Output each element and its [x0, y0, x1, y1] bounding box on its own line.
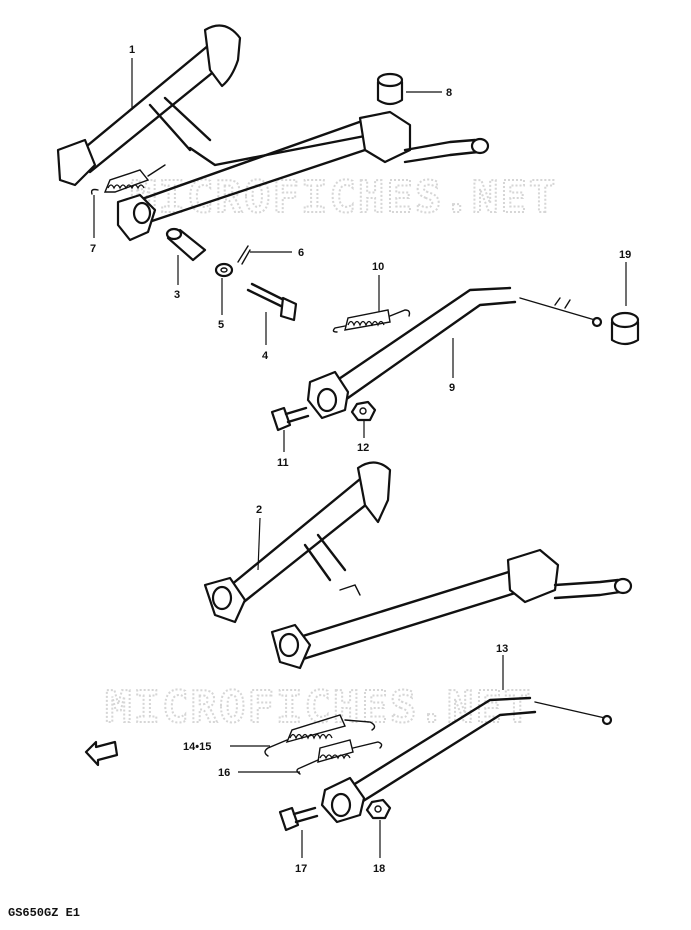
cotter-pin-6	[237, 245, 251, 265]
callout-18: 18	[373, 863, 385, 875]
callout-6: 6	[298, 247, 304, 259]
callout-19: 19	[619, 249, 631, 261]
watermark-top: MICROFICHES.NET	[130, 172, 557, 223]
callout-10: 10	[372, 261, 384, 273]
callout-14-15: 14•15	[183, 741, 211, 753]
side-stand-13	[320, 696, 613, 824]
callout-2: 2	[256, 504, 262, 516]
nut-12	[350, 400, 377, 422]
watermark-bottom: MICROFICHES.NET	[105, 682, 532, 733]
pipe-3	[165, 227, 207, 262]
callout-4: 4	[262, 350, 269, 362]
callout-13: 13	[496, 643, 508, 655]
callout-9: 9	[449, 382, 455, 394]
callout-12: 12	[357, 442, 369, 454]
callout-3: 3	[174, 289, 180, 301]
callout-8: 8	[446, 87, 452, 99]
callout-11: 11	[277, 457, 289, 469]
rubber-19	[610, 311, 640, 346]
spring-16	[296, 739, 383, 775]
rubber-bushing-8	[376, 72, 404, 106]
center-stand-lower	[203, 461, 633, 670]
bolt-11	[270, 406, 310, 432]
side-stand-9	[306, 286, 603, 420]
callout-1: 1	[129, 44, 135, 56]
drawing-code: GS650GZ E1	[8, 906, 80, 920]
leader-2	[257, 517, 261, 571]
center-stand-upper	[56, 24, 490, 242]
callout-5: 5	[218, 319, 224, 331]
bolt-4	[246, 282, 298, 322]
callout-17: 17	[295, 863, 307, 875]
callout-7: 7	[90, 243, 96, 255]
bolt-17	[278, 806, 319, 832]
callout-16: 16	[218, 767, 230, 779]
spring-10	[332, 309, 411, 333]
spring-upper	[90, 164, 166, 195]
spring-14-15	[264, 714, 376, 757]
washer-5	[214, 262, 234, 278]
nut-18	[365, 798, 392, 820]
front-arrow-icon	[84, 740, 119, 767]
